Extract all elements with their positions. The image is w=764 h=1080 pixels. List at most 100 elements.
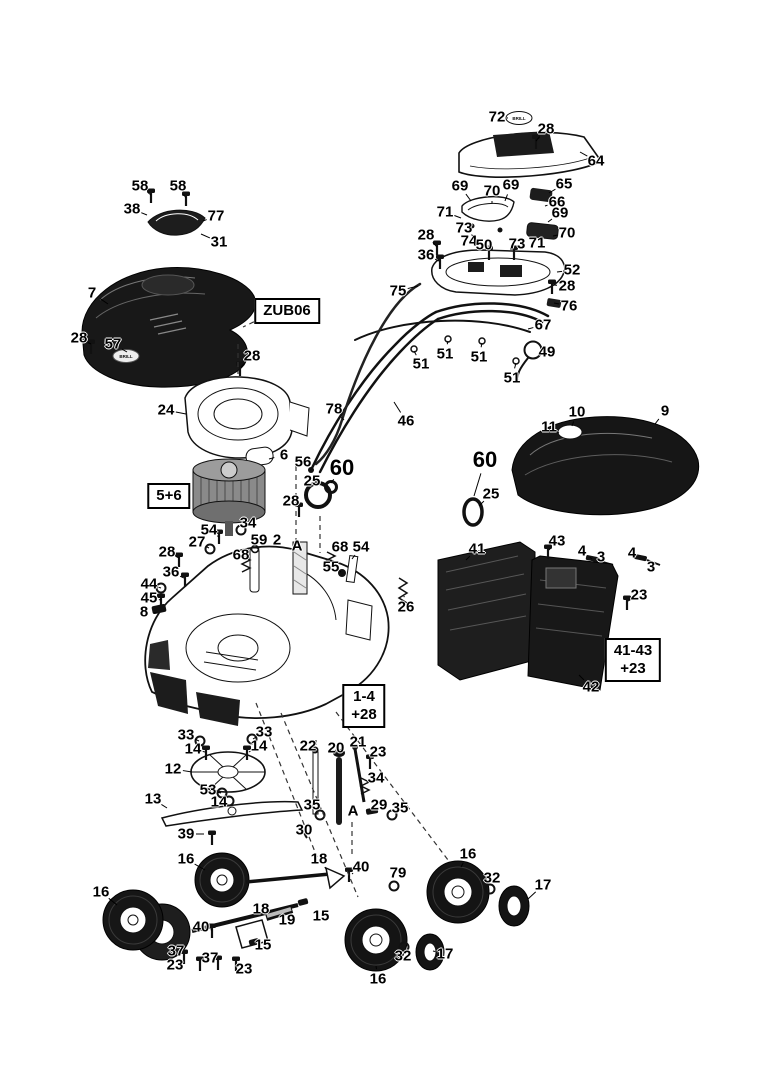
part-label-11: 11: [541, 418, 557, 436]
leader-line: [161, 803, 168, 809]
part-label-7: 7: [87, 284, 97, 302]
part-label-21: 21: [349, 733, 367, 751]
part-label-44: 44: [140, 575, 158, 593]
part-pulleys: [304, 480, 484, 527]
part-chassis-deck: [144, 545, 390, 726]
part-label-77: 77: [207, 207, 225, 225]
part-label-20: 20: [327, 739, 345, 757]
part-label-51: 51: [470, 348, 488, 366]
part-label-28: 28: [558, 277, 576, 295]
leader-line: [527, 891, 537, 900]
part-label-16: 16: [459, 845, 477, 863]
leader-line: [432, 242, 438, 248]
part-label-14: 14: [250, 737, 268, 755]
part-label-43: 43: [548, 532, 566, 550]
part-blade: [160, 800, 304, 827]
callout-line: 41-43: [613, 642, 653, 659]
part-label-25: 25: [482, 485, 500, 503]
part-label-13: 13: [144, 790, 162, 808]
part-label-70: 70: [483, 182, 501, 200]
part-label-58: 58: [169, 177, 187, 195]
leader-line: [547, 218, 553, 223]
part-label-69: 69: [502, 176, 520, 194]
part-label-27: 27: [188, 533, 206, 551]
part-label-19: 19: [278, 911, 296, 929]
leader-line: [217, 791, 222, 794]
part-label-37: 37: [201, 949, 219, 967]
part-label-16: 16: [177, 850, 195, 868]
part-label-12: 12: [164, 760, 182, 778]
brand-badge-hood-text: BRILL: [119, 354, 132, 359]
callout-line: +23: [620, 660, 646, 677]
part-label-68: 68: [331, 538, 349, 556]
leader-line: [202, 750, 206, 753]
leader-line: [121, 348, 128, 353]
part-label-9: 9: [660, 402, 670, 420]
leader-line: [393, 401, 402, 413]
leader-line: [535, 136, 540, 142]
leader-line: [330, 478, 335, 484]
part-label-69: 69: [451, 177, 469, 195]
leader-line: [557, 431, 560, 434]
part-grassbox: [437, 541, 619, 691]
callout-box-5+6: 5+6: [147, 483, 191, 509]
part-label-73: 73: [455, 219, 473, 237]
part-fan-impeller: [190, 751, 266, 793]
part-label-28: 28: [417, 226, 435, 244]
leader-line: [579, 151, 588, 157]
part-label-73: 73: [508, 235, 526, 253]
leader-line: [465, 193, 472, 202]
part-label-76: 76: [560, 297, 578, 315]
callout-line: 5+6: [156, 487, 182, 504]
part-label-70: 70: [558, 224, 576, 242]
part-label-45: 45: [140, 589, 158, 607]
part-guide-rods: [240, 541, 359, 595]
callout-box-ZUB06: ZUB06: [254, 298, 320, 324]
part-label-59: 59: [250, 531, 268, 549]
leader-line: [654, 418, 660, 425]
part-label-34: 34: [367, 769, 385, 787]
part-label-46: 46: [397, 412, 415, 430]
leader-line: [544, 204, 548, 207]
leader-line: [182, 770, 193, 773]
part-label-29: 29: [370, 796, 388, 814]
part-label-33: 33: [255, 723, 273, 741]
part-label-69: 69: [551, 204, 569, 222]
leader-line: [99, 298, 109, 305]
part-wheels-axles: [102, 852, 530, 972]
part-label-71: 71: [528, 234, 546, 252]
part-label-28: 28: [158, 543, 176, 561]
part-label-65: 65: [555, 175, 573, 193]
leader-line: [200, 233, 211, 239]
part-label-A: A: [347, 802, 359, 820]
part-label-23: 23: [166, 956, 184, 974]
leader-line: [351, 554, 356, 560]
leader-line: [158, 586, 162, 589]
leader-line: [478, 500, 485, 507]
leader-line: [179, 575, 185, 579]
part-label-28: 28: [70, 329, 88, 347]
part-label-24: 24: [157, 401, 175, 419]
part-label-31: 31: [210, 233, 228, 251]
part-label-15: 15: [312, 907, 330, 925]
part-label-28: 28: [537, 120, 555, 138]
part-motor-hood: [81, 267, 256, 388]
part-adjust-rods: [303, 744, 379, 839]
part-label-54: 54: [200, 521, 218, 539]
part-label-15: 15: [254, 936, 272, 954]
part-label-3: 3: [596, 548, 606, 566]
part-label-36: 36: [417, 246, 435, 264]
part-label-30: 30: [295, 821, 313, 839]
leader-line: [454, 215, 462, 219]
part-label-23: 23: [630, 586, 648, 604]
part-label-39: 39: [177, 825, 195, 843]
part-label-25: 25: [303, 472, 321, 490]
leader-line: [446, 340, 449, 345]
leader-line: [268, 457, 275, 460]
part-label-57: 57: [104, 335, 122, 353]
part-label-74: 74: [460, 232, 478, 250]
leader-line: [407, 285, 419, 290]
leader-line: [183, 194, 187, 199]
